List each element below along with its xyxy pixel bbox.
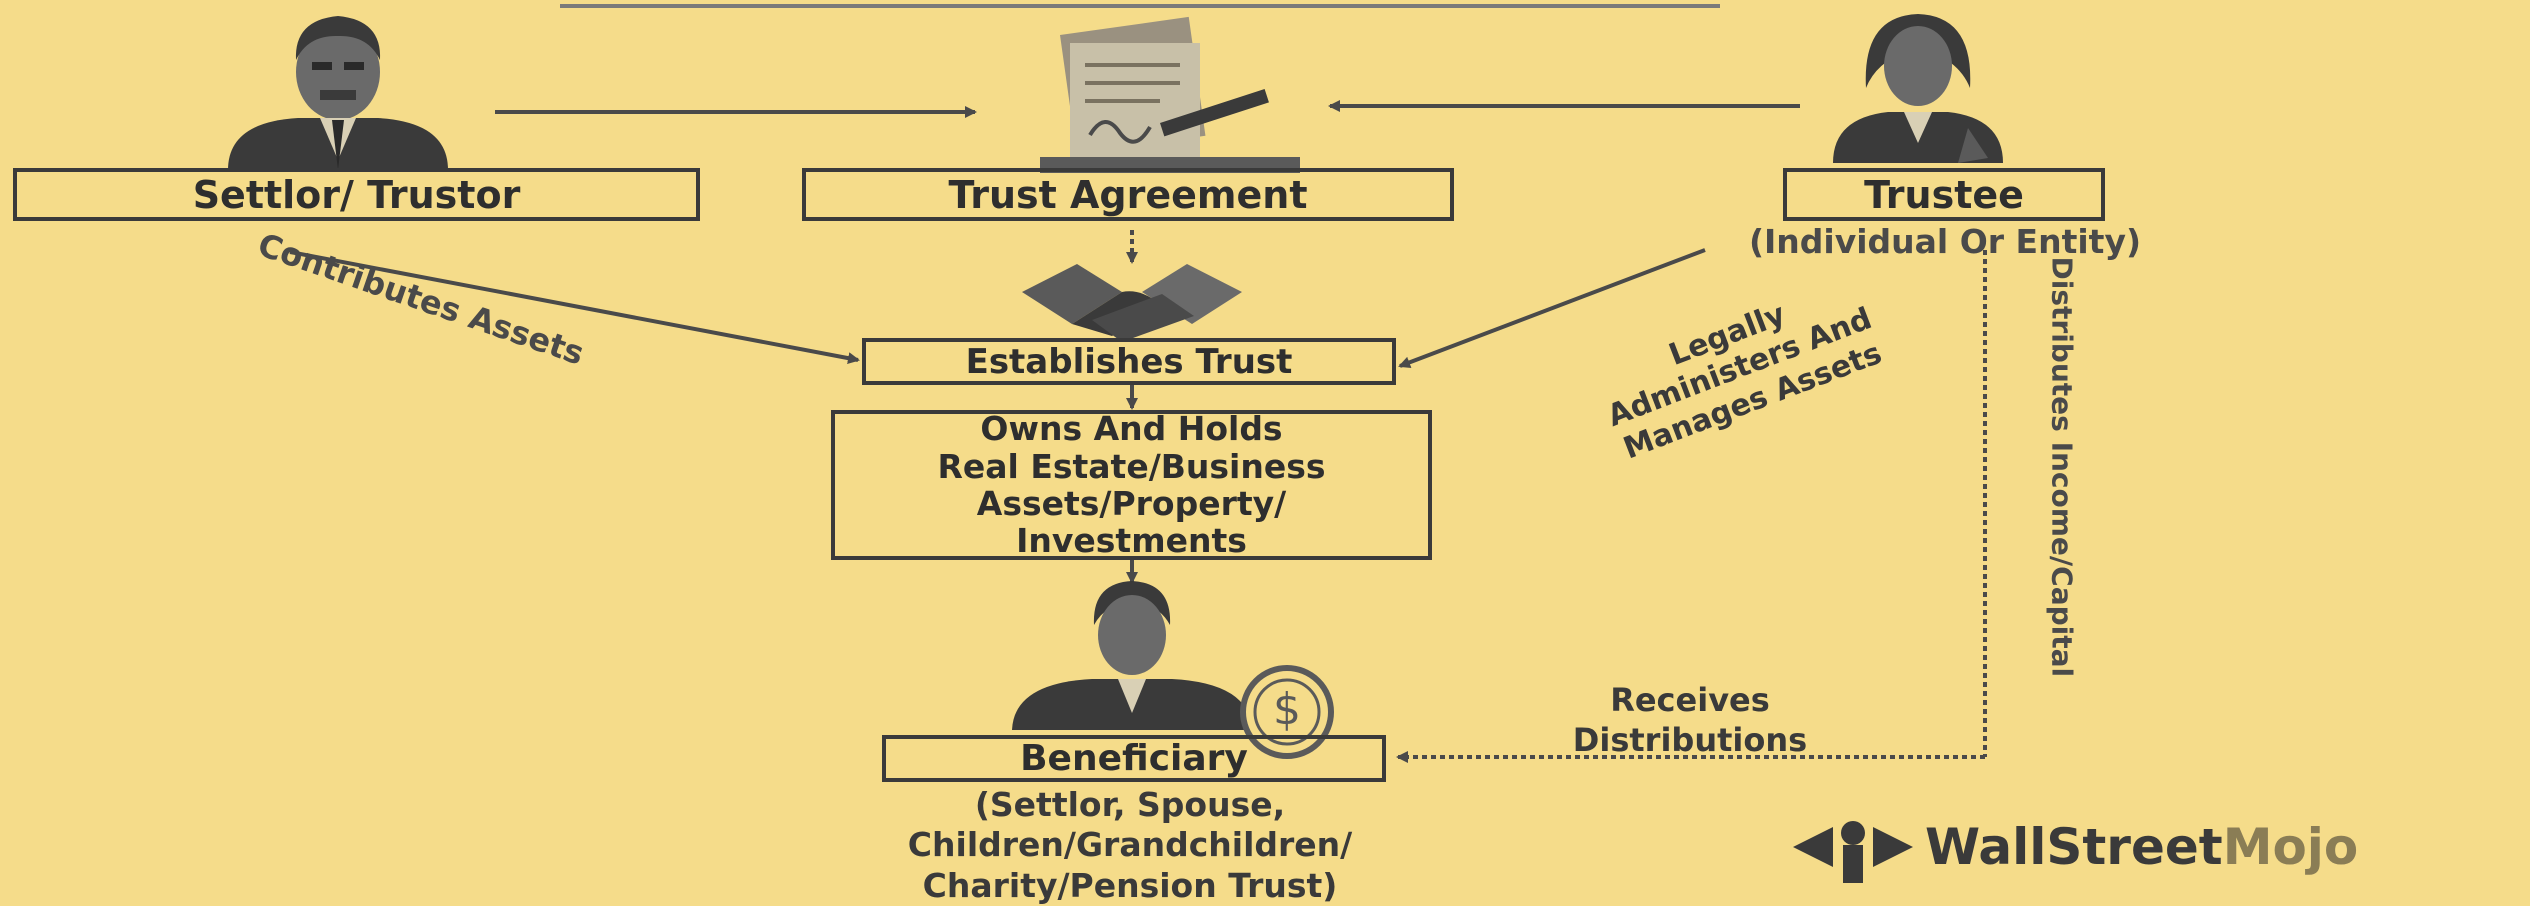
owns-holds-line-3: Assets/Property/ (976, 484, 1287, 523)
businessman-icon (228, 16, 448, 170)
beneficiary-sub-line-2: Children/Grandchildren/ (907, 825, 1353, 865)
arrow-legally-administers (1398, 248, 1706, 369)
receives-line-2: Distributions (1572, 721, 1808, 759)
logo-text-part1: WallStreet (1925, 818, 2223, 876)
trust-agreement-label: Trust Agreement (948, 172, 1308, 217)
wallstreetmojo-logo-icon (1793, 821, 1913, 883)
beneficiary-sub-line-1: (Settlor, Spouse, (974, 785, 1286, 824)
trust-agreement-box: Trust Agreement (802, 168, 1454, 221)
coin-icon (1240, 665, 1334, 759)
man-with-coin-icon (1012, 581, 1252, 730)
beneficiary-box: Beneficiary (882, 735, 1386, 782)
settlor-label: Settlor/ Trustor (192, 172, 521, 217)
owns-holds-line-1: Owns And Holds (980, 409, 1283, 449)
wallstreetmojo-logo: WallStreetMojo (1925, 818, 2358, 876)
signed-document-icon (1040, 16, 1300, 173)
beneficiary-label: Beneficiary (1020, 738, 1248, 779)
logo-text-part2: Mojo (2222, 818, 2359, 876)
trustee-label: Trustee (1864, 172, 2024, 217)
establishes-trust-label: Establishes Trust (965, 341, 1293, 382)
trustee-box: Trustee (1783, 168, 2105, 221)
arrow-contributes-assets (289, 250, 860, 365)
beneficiary-subtitle: (Settlor, Spouse, Children/Grandchildren… (760, 785, 1500, 906)
trustee-subtitle: (Individual Or Entity) (1748, 222, 2142, 261)
settlor-box: Settlor/ Trustor (13, 168, 700, 221)
beneficiary-sub-line-3: Charity/Pension Trust) (922, 865, 1338, 905)
handshake-icon (1022, 264, 1242, 342)
owns-holds-box: Owns And Holds Real Estate/Business Asse… (831, 410, 1432, 560)
distributes-label: Distributes Income/Capital (2045, 256, 2079, 678)
owns-holds-line-2: Real Estate/Business (937, 446, 1326, 486)
receives-line-1: Receives (1610, 681, 1770, 719)
establishes-trust-box: Establishes Trust (862, 338, 1396, 385)
coin-symbol: $ (1273, 684, 1301, 735)
receives-distributions-label: Receives Distributions (1480, 680, 1900, 760)
businesswoman-icon (1833, 14, 2003, 163)
owns-holds-line-4: Investments (1016, 521, 1247, 561)
